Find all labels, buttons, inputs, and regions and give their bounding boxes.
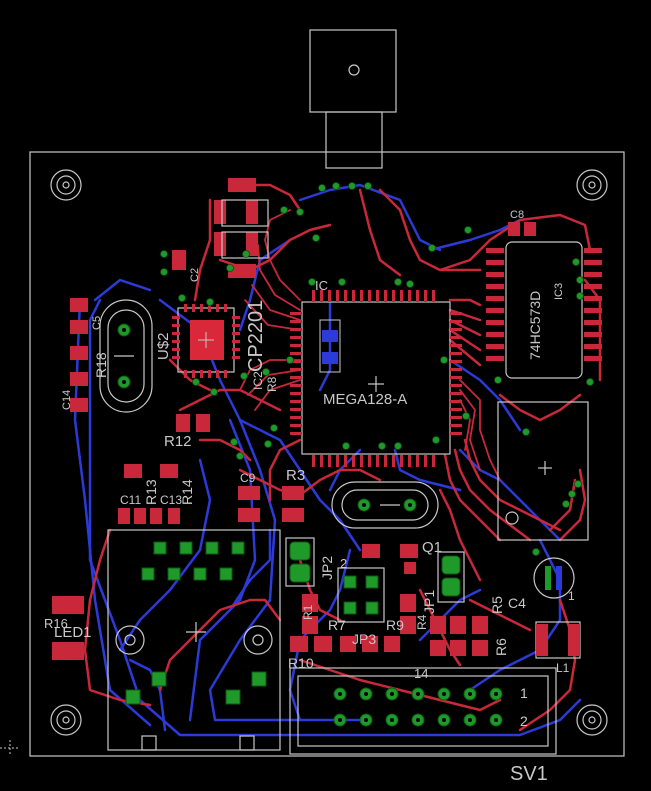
c6-label: C5 xyxy=(91,316,103,330)
cap-c5 xyxy=(319,319,341,373)
led1-label: LED1 xyxy=(54,624,92,641)
r5-label: R5 xyxy=(489,596,505,614)
cp2201-footprint xyxy=(172,304,240,378)
crystal-u2-label: U$2 xyxy=(155,332,172,360)
inductor-l1 xyxy=(535,621,581,659)
l1-outline xyxy=(221,199,269,227)
mcu-name-label: IC xyxy=(315,278,328,293)
connector-db xyxy=(107,529,281,751)
r-misc-footprints xyxy=(290,594,488,656)
ic-small-th xyxy=(337,567,385,623)
ic-lower-right xyxy=(497,401,589,541)
c2-label: C2 xyxy=(189,268,201,282)
r1-label: R1 xyxy=(301,604,315,620)
jp2-footprint xyxy=(285,537,315,587)
top-bus xyxy=(239,209,501,481)
header-pin1-label: 1 xyxy=(520,685,528,701)
q1-label: Q1 xyxy=(422,539,442,556)
mounting-hole-br xyxy=(576,704,608,736)
ic-74hc573-name: IC3 xyxy=(553,283,565,300)
origin-mark xyxy=(0,740,18,756)
lbl-1: 1 xyxy=(568,589,575,603)
c11-label: C11 xyxy=(120,493,141,507)
jp1-footprint xyxy=(437,551,465,603)
crystal-u2 xyxy=(99,299,153,413)
r14-label: R14 xyxy=(179,479,195,505)
lbl-2: 2 xyxy=(340,556,347,571)
board-outline xyxy=(29,151,625,757)
c14-label: C14 xyxy=(61,390,73,410)
r4-label: R4 xyxy=(415,614,429,630)
inductor-l1-label: L1 xyxy=(556,661,570,675)
r8-label: R8 xyxy=(265,376,279,392)
mcu-value-label: MEGA128-A xyxy=(323,391,407,408)
r9-label: R10 xyxy=(288,655,314,671)
top-left-caps xyxy=(172,178,258,278)
r6-label: R6 xyxy=(493,638,509,656)
led1-footprint xyxy=(52,596,84,660)
c13-label: C13 xyxy=(160,493,182,507)
cap-c4 xyxy=(533,557,575,599)
r18-label: R18 xyxy=(93,352,109,378)
header-pin2-label: 2 xyxy=(520,713,528,729)
vias xyxy=(160,182,594,556)
r12-label: R12 xyxy=(164,433,192,450)
c8-footprint xyxy=(508,222,536,236)
header-sv1 xyxy=(289,667,557,755)
q1-footprint xyxy=(362,544,418,574)
crystal-q2 xyxy=(331,481,439,529)
r10-label: R9 xyxy=(386,617,404,633)
c9-label: C9 xyxy=(240,471,256,485)
r18-footprint xyxy=(70,298,88,412)
r7-label: R7 xyxy=(328,617,346,633)
jp3-label: JP3 xyxy=(352,631,376,647)
cp2201-label: CP2201 xyxy=(245,300,267,372)
jp1-label: JP1 xyxy=(421,590,437,614)
c9-r3-footprints xyxy=(238,486,304,522)
header-sv1-label: SV1 xyxy=(510,763,548,785)
power-jack xyxy=(309,29,397,169)
header-pin14-label: 14 xyxy=(414,666,428,681)
mcu-footprint xyxy=(290,290,462,467)
r3-label: R3 xyxy=(286,467,305,484)
mounting-hole-tr xyxy=(576,169,608,201)
cp2201-name: IC2 xyxy=(251,371,265,390)
cap-c4-label: C4 xyxy=(508,595,526,611)
ic-74hc573-label: 74HC573D xyxy=(527,291,543,360)
r16-label: R16 xyxy=(44,616,68,631)
r12-footprint xyxy=(176,414,210,432)
jp3-footprint xyxy=(340,636,400,652)
r13-r14-footprints xyxy=(118,464,180,524)
jp2-label: JP2 xyxy=(319,556,335,580)
r13-label: R13 xyxy=(143,479,159,505)
mounting-hole-tl xyxy=(50,169,82,201)
ic-74hc573 xyxy=(486,241,602,379)
c1-outline xyxy=(221,231,269,259)
c8-label: C8 xyxy=(510,209,524,221)
mounting-hole-bl xyxy=(50,704,82,736)
